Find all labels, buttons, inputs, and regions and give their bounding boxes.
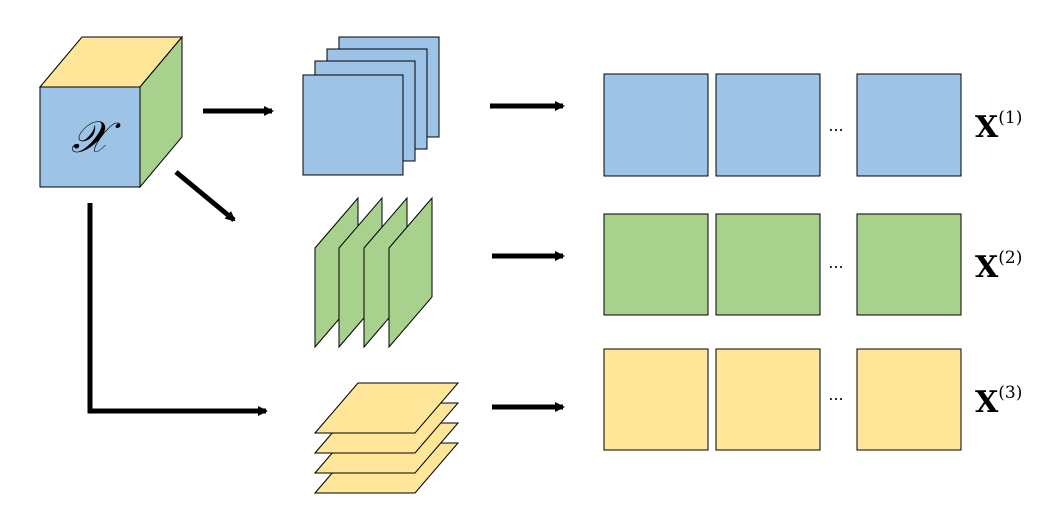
matrix-row-2: ... X(2) <box>603 213 1022 316</box>
matrix-label-3: X(3) <box>975 383 1022 420</box>
ellipsis: ... <box>828 253 843 272</box>
arrow-to-lateral-slices <box>174 170 236 222</box>
lateral-slice <box>388 196 433 349</box>
matrix-block <box>856 348 962 451</box>
cube-front-face <box>39 86 141 188</box>
matrix-block <box>603 213 709 316</box>
matrix-block <box>715 73 821 177</box>
matrix-label-1: X(1) <box>975 108 1022 145</box>
frontal-slices <box>302 36 440 176</box>
lateral-slices <box>314 196 433 349</box>
slice-arrows <box>490 101 565 412</box>
tensor-cube: 𝒳 <box>38 35 184 189</box>
frontal-slice <box>302 74 404 176</box>
matrix-block <box>603 348 709 451</box>
matrix-block <box>715 213 821 316</box>
matrix-block <box>856 213 962 316</box>
horizontal-slice <box>313 382 460 434</box>
matrix-row-1: ... X(1) <box>603 73 1022 177</box>
matrix-label-2: X(2) <box>975 248 1022 285</box>
matrix-row-3: ... X(3) <box>603 348 1022 451</box>
cube-arrows <box>87 106 274 416</box>
matrix-block <box>856 73 962 177</box>
ellipsis: ... <box>828 385 843 404</box>
ellipsis: ... <box>828 116 843 135</box>
matrix-block <box>603 73 709 177</box>
matrix-block <box>715 348 821 451</box>
horizontal-slices <box>313 382 460 494</box>
arrow-to-horizontal-slices <box>87 203 268 416</box>
